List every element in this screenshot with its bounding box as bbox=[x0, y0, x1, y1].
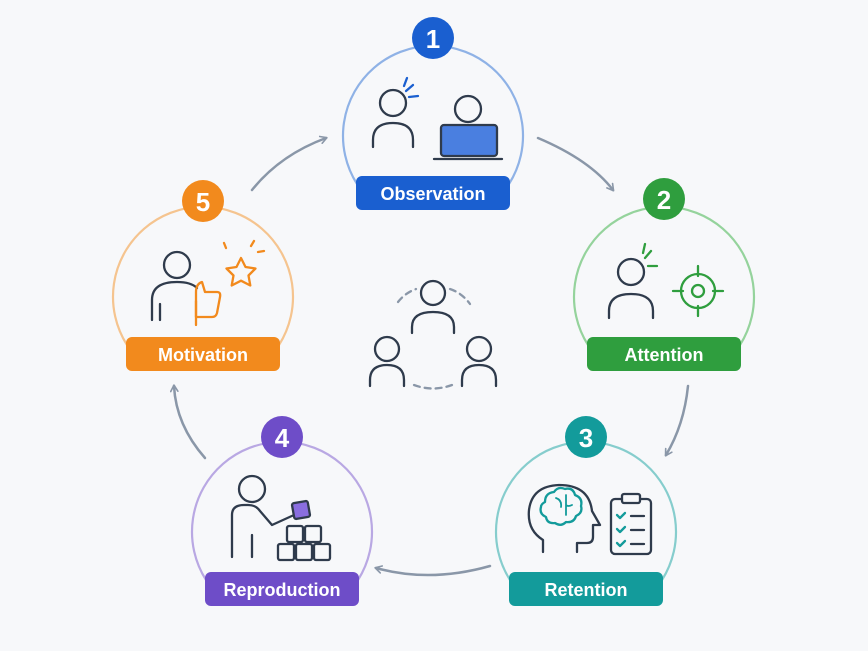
stage-attention-number: 2 bbox=[657, 185, 671, 215]
person-stacking-blocks-icon bbox=[230, 474, 332, 562]
arrow-observation-to-attention bbox=[536, 136, 615, 192]
stage-attention: 2 Attention bbox=[572, 178, 756, 371]
observer-and-laptop-user-icon bbox=[371, 76, 504, 161]
stage-attention-number-badge bbox=[643, 178, 685, 220]
stage-observation-number: 1 bbox=[426, 24, 440, 54]
arrow-motivation-to-observation bbox=[250, 135, 328, 192]
stage-attention-ring bbox=[572, 205, 756, 346]
stage-observation-label-pill bbox=[356, 176, 510, 210]
stage-reproduction: 4 Reproduction bbox=[190, 416, 374, 606]
stage-observation-number-badge bbox=[412, 17, 454, 59]
person-thumbs-up-star-icon bbox=[150, 239, 266, 327]
stage-observation: 1 Observation bbox=[341, 17, 525, 210]
stage-retention: 3 Retention bbox=[494, 416, 678, 606]
arrow-retention-to-reproduction bbox=[374, 564, 492, 577]
stage-motivation-number: 5 bbox=[196, 187, 210, 217]
stage-attention-label: Attention bbox=[625, 345, 704, 365]
arrow-reproduction-to-motivation bbox=[169, 384, 207, 460]
stage-reproduction-number-badge bbox=[261, 416, 303, 458]
stage-motivation-label: Motivation bbox=[158, 345, 248, 365]
arrow-attention-to-retention bbox=[664, 384, 690, 457]
stage-observation-ring bbox=[341, 44, 525, 185]
cycle-arrows bbox=[169, 135, 690, 577]
stage-reproduction-label: Reproduction bbox=[224, 580, 341, 600]
stage-reproduction-label-pill bbox=[205, 572, 359, 606]
brain-head-and-checklist-icon bbox=[527, 483, 653, 556]
stage-attention-label-pill bbox=[587, 337, 741, 371]
stage-motivation-label-pill bbox=[126, 337, 280, 371]
stage-retention-label-pill bbox=[509, 572, 663, 606]
stage-motivation: 5 Motivation bbox=[111, 180, 295, 371]
group-of-people-icon bbox=[368, 279, 498, 390]
stage-reproduction-number: 4 bbox=[275, 423, 290, 453]
stage-retention-label: Retention bbox=[545, 580, 628, 600]
stage-retention-ring bbox=[494, 440, 678, 581]
stage-motivation-ring bbox=[111, 205, 295, 346]
person-with-target-icon bbox=[607, 242, 725, 320]
stage-motivation-number-badge bbox=[182, 180, 224, 222]
stage-retention-number: 3 bbox=[579, 423, 593, 453]
stage-observation-label: Observation bbox=[380, 184, 485, 204]
stage-retention-number-badge bbox=[565, 416, 607, 458]
